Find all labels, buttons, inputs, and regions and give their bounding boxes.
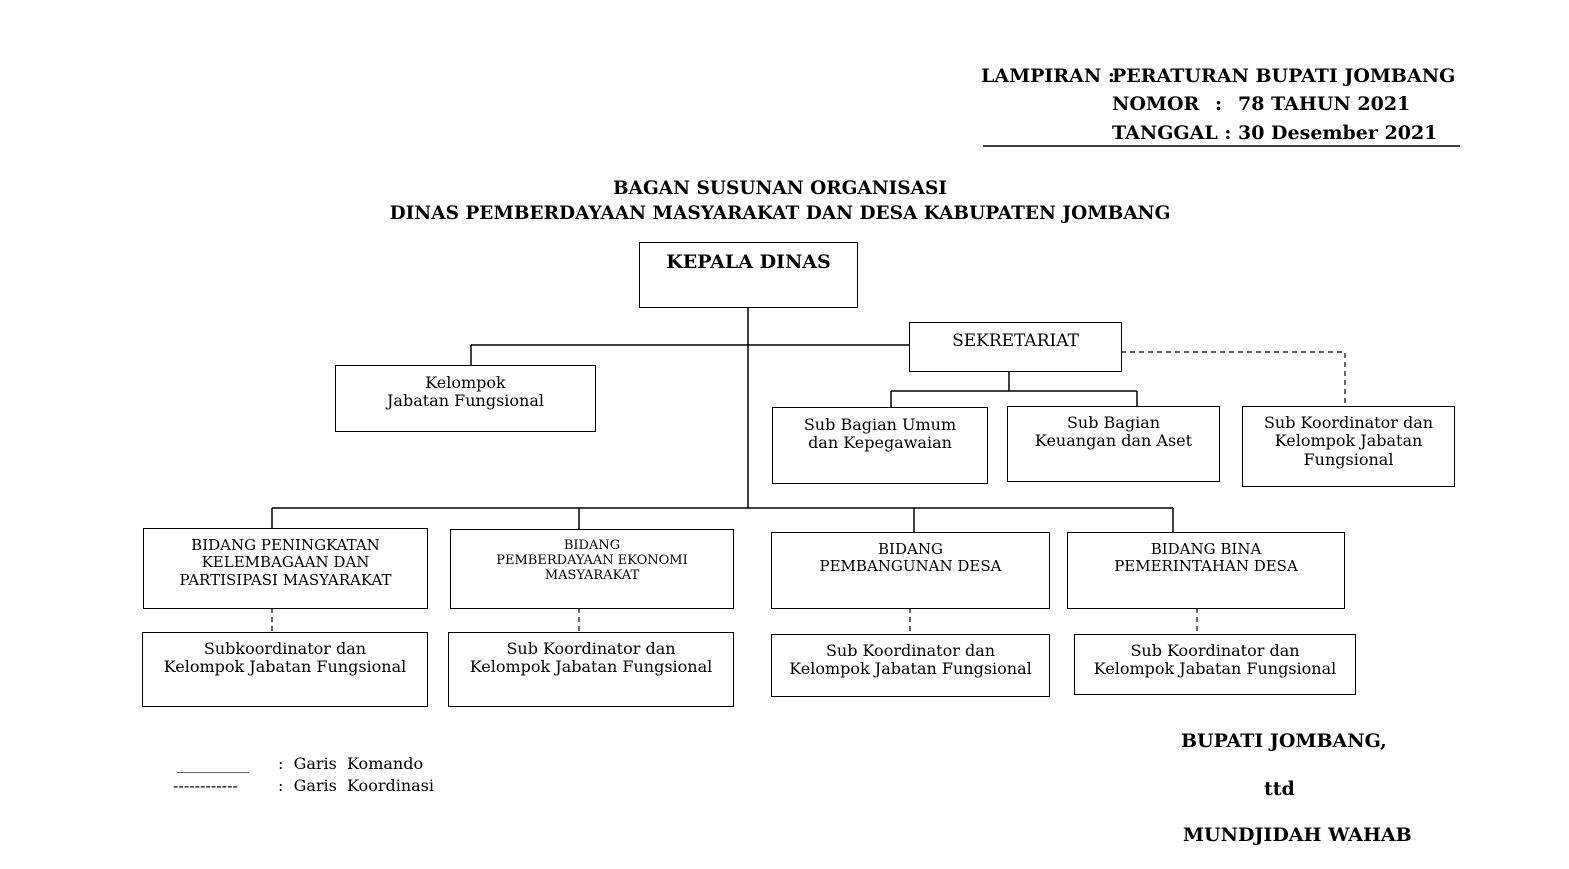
- signature-name: MUNDJIDAH WAHAB: [1183, 824, 1412, 846]
- sub-koordinator-sek-line3: Fungsional: [1303, 449, 1394, 469]
- sub-keuangan-line2: Keuangan dan Aset: [1034, 431, 1193, 451]
- sub-bagian-umum-box: Sub Bagian Umum dan Kepegawaian: [772, 407, 988, 484]
- sub-1-line1: Subkoordinator dan: [203, 639, 367, 658]
- jabatan-fungsional-box: Kelompok Jabatan Fungsional: [335, 365, 596, 432]
- bidang-ekonomi-box: BIDANG PEMBERDAYAAN EKONOMI MASYARAKAT: [450, 529, 734, 609]
- jabatan-fungsional-line1: Kelompok: [425, 373, 506, 392]
- bidang-pembangunan-box: BIDANG PEMBANGUNAN DESA: [771, 532, 1050, 609]
- sub-3-line1: Sub Koordinator dan: [825, 641, 996, 660]
- tanggal-label: TANGGAL :: [1112, 122, 1232, 144]
- jabatan-fungsional-line2: Jabatan Fungsional: [387, 391, 544, 411]
- chart-title-line1: BAGAN SUSUNAN ORGANISASI: [612, 178, 948, 199]
- nomor-separator: :: [1215, 93, 1223, 115]
- tanggal-value: 30 Desember 2021: [1238, 122, 1438, 144]
- sub-umum-line1: Sub Bagian Umum: [803, 415, 957, 434]
- bidang-2-line2: PEMBERDAYAAN EKONOMI: [496, 552, 688, 568]
- bidang-2-line3: MASYARAKAT: [544, 567, 640, 583]
- sub-bagian-keuangan-box: Sub Bagian Keuangan dan Aset: [1007, 406, 1220, 482]
- sub-koordinator-sekretariat-box: Sub Koordinator dan Kelompok Jabatan Fun…: [1242, 406, 1455, 487]
- bidang-peningkatan-box: BIDANG PENINGKATAN KELEMBAGAAN DAN PARTI…: [143, 528, 428, 609]
- sub-2-line2: Kelompok Jabatan Fungsional: [469, 657, 713, 677]
- signature-ttd: ttd: [1264, 778, 1295, 800]
- kepala-dinas-label: KEPALA DINAS: [666, 251, 831, 273]
- bidang-4-line2: PEMERINTAHAN DESA: [1114, 557, 1298, 576]
- bidang-pemerintahan-box: BIDANG BINA PEMERINTAHAN DESA: [1067, 532, 1345, 609]
- legend-komando-label: : Garis Komando: [278, 754, 424, 773]
- lampiran-value: PERATURAN BUPATI JOMBANG: [1112, 65, 1456, 87]
- nomor-label: NOMOR: [1112, 93, 1200, 115]
- kepala-dinas-box: KEPALA DINAS: [639, 242, 858, 308]
- sub-koordinator-4-box: Sub Koordinator dan Kelompok Jabatan Fun…: [1074, 634, 1356, 695]
- sub-1-line2: Kelompok Jabatan Fungsional: [163, 657, 407, 677]
- sub-koordinator-1-box: Subkoordinator dan Kelompok Jabatan Fung…: [142, 632, 428, 707]
- bidang-4-line1: BIDANG BINA: [1150, 540, 1262, 558]
- legend-komando-line: _________: [177, 754, 249, 773]
- sub-umum-line2: dan Kepegawaian: [808, 433, 952, 453]
- sekretariat-label: SEKRETARIAT: [952, 331, 1079, 351]
- sub-4-line2: Kelompok Jabatan Fungsional: [1093, 659, 1337, 679]
- sub-3-line2: Kelompok Jabatan Fungsional: [789, 659, 1032, 679]
- bidang-3-line1: BIDANG: [878, 540, 943, 558]
- bidang-1-line3: PARTISIPASI MASYARAKAT: [179, 570, 392, 589]
- bidang-1-line1: BIDANG PENINGKATAN: [191, 536, 380, 554]
- sekretariat-coordination-line: [1121, 351, 1346, 406]
- lampiran-label: LAMPIRAN :: [981, 65, 1115, 87]
- signature-office: BUPATI JOMBANG,: [1181, 730, 1387, 752]
- bidang-1-line2: KELEMBAGAAN DAN: [201, 553, 370, 572]
- bidang-3-line2: PEMBANGUNAN DESA: [819, 557, 1002, 576]
- chart-title-line2: DINAS PEMBERDAYAAN MASYARAKAT DAN DESA K…: [389, 203, 1171, 224]
- sub-koordinator-3-box: Sub Koordinator dan Kelompok Jabatan Fun…: [771, 634, 1050, 697]
- sub-koordinator-sek-line2: Kelompok Jabatan: [1274, 431, 1423, 451]
- sub-koordinator-sek-line1: Sub Koordinator dan: [1263, 413, 1434, 432]
- nomor-value: 78 TAHUN 2021: [1238, 93, 1411, 115]
- bidang-2-line1: BIDANG: [563, 538, 621, 553]
- sub-koordinator-2-box: Sub Koordinator dan Kelompok Jabatan Fun…: [448, 632, 734, 707]
- sub-keuangan-line1: Sub Bagian: [1066, 413, 1161, 432]
- sub-4-line1: Sub Koordinator dan: [1130, 641, 1300, 660]
- legend-koordinasi-line: ------------: [173, 776, 238, 795]
- sekretariat-box: SEKRETARIAT: [909, 322, 1122, 372]
- legend-koordinasi-label: : Garis Koordinasi: [278, 776, 434, 795]
- sub-2-line1: Sub Koordinator dan: [506, 639, 676, 658]
